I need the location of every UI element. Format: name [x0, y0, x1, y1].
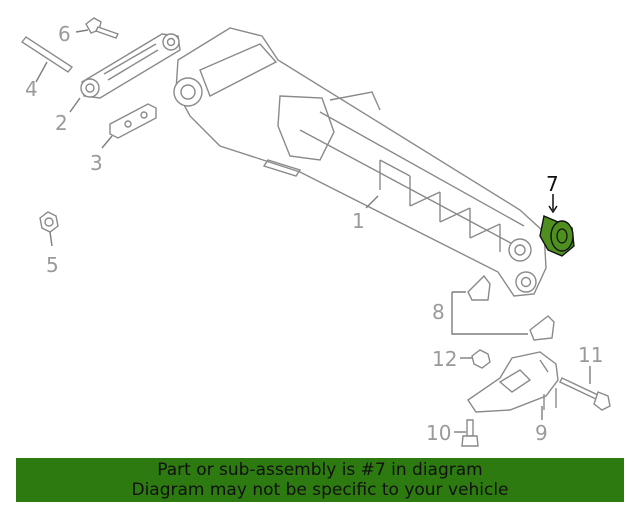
info-banner: Part or sub-assembly is #7 in diagram Di…: [16, 458, 624, 502]
part-5-nut: [39, 211, 59, 233]
part-1-subframe: [173, 27, 547, 297]
part-12-nut: [471, 349, 491, 369]
part-9-mount: [467, 351, 559, 413]
parts-diagram: 4 6 2 3 5: [20, 17, 611, 447]
callout-6: 6: [58, 22, 71, 46]
banner-line-2: Diagram may not be specific to your vehi…: [131, 480, 509, 500]
callout-3: 3: [90, 151, 103, 175]
part-8-caps: [467, 274, 555, 341]
callout-10: 10: [426, 421, 451, 445]
part-4-rod: [20, 36, 74, 73]
part-2-arm: [80, 33, 181, 99]
part-7-bushing: [539, 215, 575, 257]
part-3-bracket: [109, 103, 157, 139]
part-11-bolt: [559, 377, 611, 411]
callout-7: 7: [546, 172, 559, 196]
callout-2: 2: [55, 111, 68, 135]
callout-5: 5: [46, 253, 59, 277]
part-10-bolt: [461, 419, 479, 447]
callout-9: 9: [535, 421, 548, 445]
banner-line-1: Part or sub-assembly is #7 in diagram: [157, 460, 483, 480]
part-6-bolt: [85, 17, 119, 39]
callout-1: 1: [352, 209, 365, 233]
callout-11: 11: [578, 343, 603, 367]
callout-12: 12: [432, 347, 457, 371]
callout-4: 4: [25, 77, 38, 101]
callout-8: 8: [432, 300, 445, 324]
